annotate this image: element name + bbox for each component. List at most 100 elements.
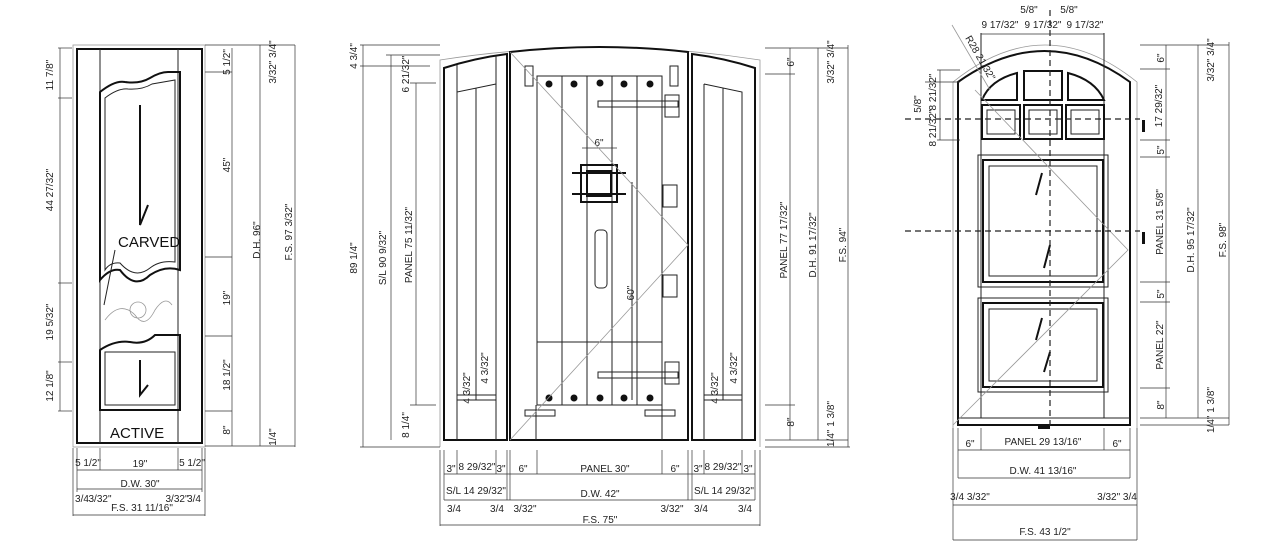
dim-label: F.S. 75" [583,515,618,526]
dim-label: 3/32" 3/4" [826,40,837,84]
dim-label: D.H. 95 17/32" [1186,207,1197,273]
dim-label: PANEL 31 5/8" [1155,189,1166,255]
dim-label: 45" [222,157,233,172]
dim-label: 6 21/32" [401,55,412,92]
swing-indicator [1035,172,1051,373]
dim-label: 1/4" [268,428,279,446]
dim-label: 9 17/32" [982,20,1019,31]
dim-label: 3/4 [490,504,504,515]
dim-label: 8 29/32" [705,462,742,473]
strap-hinges [524,65,680,417]
dim-label: PANEL 77 17/32" [779,201,790,278]
dim-label: 5" [1156,289,1167,299]
dim-label: 3/4 [738,504,752,515]
dim-label: 3" [496,464,506,475]
dim-label: S/L 14 29/32" [694,486,754,497]
dim-label: D.W. 30" [120,479,160,490]
dim-label: PANEL 30" [580,464,630,475]
dim-label: 6" [1112,439,1122,450]
dim-label: 6" [518,464,528,475]
dim-label: 3" [743,464,753,475]
dim-label: D.W. 42" [580,489,620,500]
dim-label: 4 3/32" [729,352,740,384]
dim-label: 3/32" 3/4" [268,40,279,84]
dim-label: 3" [446,464,456,475]
dim-label: 19 5/32" [45,303,56,340]
lower-raised-panel [977,297,1109,393]
dim-label: 19" [222,290,233,305]
dim-label: 5/8" [1020,5,1038,16]
dim-label: 3/32" [513,504,536,515]
dim-label: 3/4 [75,494,89,505]
dim-label: 17 29/32" [1154,84,1165,127]
lower-carved-panel [99,334,181,411]
dim-label: 8 1/4" [401,412,412,438]
upper-raised-panel [977,154,1109,288]
dim-label: 1/4" 1 3/8" [826,401,837,447]
dim-label: 3/4 [447,504,461,515]
dim-label: 3/4 [694,504,708,515]
dim-label: S/L 90 9/32" [378,230,389,285]
dim-label: 3/32" [660,504,683,515]
arched-door-drawing: R28 21/32" 9 17/32" 9 17/32" 9 17/32" 5/… [905,5,1230,541]
dim-label: 3/4 3/32" [950,492,990,503]
dim-label: 18 1/2" [222,359,233,391]
dim-label: 3" [693,464,703,475]
dim-label: 3/32" 3/4 [1097,492,1137,503]
upper-carved-panel [99,71,181,283]
dim-label: 6" [594,138,604,149]
clavos-dots [545,79,654,402]
dim-label: 44 27/32" [45,168,56,211]
dim-label: F.S. 94" [838,227,849,262]
door-slab [76,48,203,444]
dim-label: 8" [786,417,797,427]
door-with-sidelites-drawing: 6" 60" 4 3/32" 4 3/32" 4 3/32" 4 3/32" 4… [349,40,850,526]
carved-label: CARVED [118,234,180,251]
dim-label: 5/8" [913,95,924,113]
dim-label: S/L 14 29/32" [446,486,506,497]
dim-label: 89 1/4" [349,242,360,274]
left-sidelite [443,52,508,441]
active-label: ACTIVE [110,425,164,442]
door-handle [594,229,608,289]
dim-label: 4 3/32" [480,352,491,384]
dim-label: D.W. 41 13/16" [1010,466,1077,477]
dim-label: 9 17/32" [1067,20,1104,31]
right-sidelite [691,52,756,441]
dim-label: F.S. 43 1/2" [1019,527,1071,538]
dim-label: 8 29/32" [459,462,496,473]
dim-label: 3/4 [187,494,201,505]
dim-label: 6" [786,57,797,67]
dim-label: D.H. 91 17/32" [808,212,819,278]
dim-label: 5" [1156,145,1167,155]
dim-label: 5 1/2" [75,458,101,469]
carving-ornament [104,300,173,322]
dim-label: 11 7/8" [45,59,56,90]
dim-label: F.S. 98" [1218,222,1229,257]
speakeasy-grille [572,164,626,203]
center-door [509,46,689,441]
dim-label: 5 1/2" [179,458,205,469]
dim-label: 6" [965,439,975,450]
dim-label: 12 1/8" [45,370,56,402]
dim-label: 6" [670,464,680,475]
dim-label: F.S. 97 3/32" [284,203,295,260]
single-carved-door-drawing: CARVED ACTIVE 11 7/8" 44 27/32" 19 5/32"… [45,40,296,516]
dim-label: 60" [626,285,637,300]
dim-label: 8" [1156,400,1167,410]
dim-label: 3/32" [165,494,188,505]
dim-label: 8 21/32" [928,109,939,146]
dim-label: 3/32" 3/4" [1206,38,1217,82]
dim-label: 1/4" 1 3/8" [1206,387,1217,433]
dim-label: 5 1/2" [222,49,233,75]
dim-label: PANEL 22" [1155,320,1166,370]
dim-label: 9 17/32" [1025,20,1062,31]
dim-label: PANEL 75 11/32" [404,206,415,283]
dim-label: 5/8" [1060,5,1078,16]
dim-label: 4 3/32" [710,372,721,404]
dim-label: D.H. 96" [252,221,263,259]
dim-label: 8 21/32" [928,73,939,110]
dim-label: F.S. 31 11/16" [111,503,173,514]
dim-label: 19" [133,459,148,470]
